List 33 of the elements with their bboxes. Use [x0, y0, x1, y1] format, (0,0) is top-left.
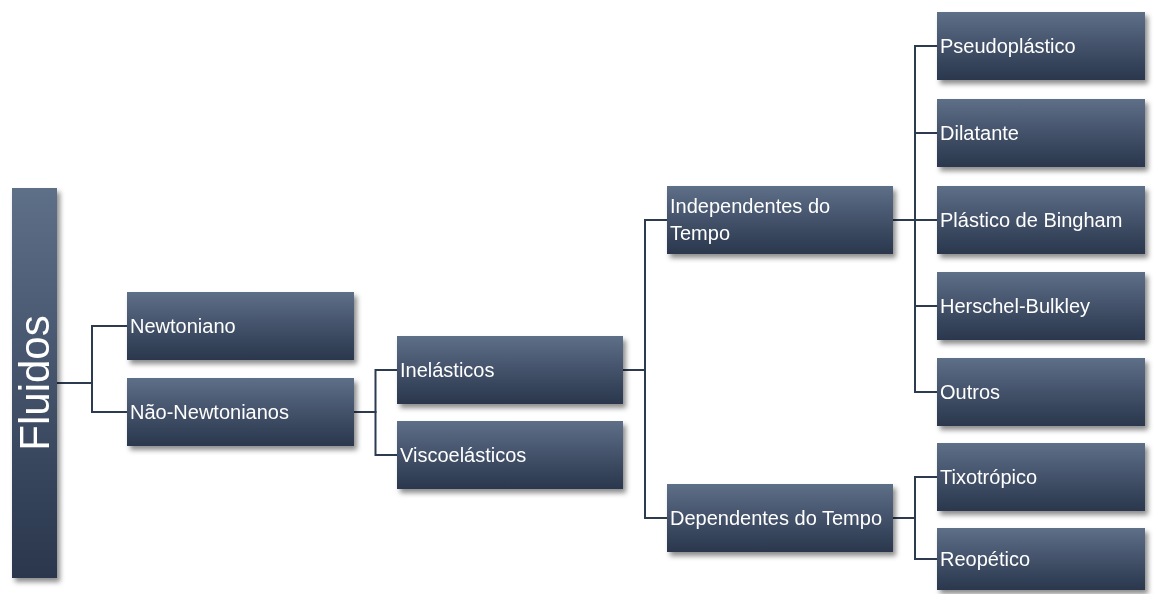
category-box [667, 484, 893, 552]
connector-line [892, 517, 938, 560]
connector-line [56, 382, 128, 413]
category-label: Inelásticos [400, 357, 495, 383]
category-box [937, 186, 1145, 254]
category-label: Viscoelásticos [400, 442, 527, 468]
category-box [937, 272, 1145, 340]
category-label: Plástico de Bingham [940, 207, 1123, 233]
category-box [937, 12, 1145, 80]
category-box [397, 421, 623, 489]
connector-line [892, 219, 938, 393]
category-box [937, 358, 1145, 426]
connector-line [622, 369, 668, 519]
category-label: Fluidos [13, 315, 56, 451]
category-label: Reopético [940, 546, 1031, 572]
category-box [937, 443, 1145, 511]
category-box [667, 186, 893, 254]
category-box [397, 336, 623, 404]
connector-line [353, 411, 398, 456]
category-label: Herschel-Bulkley [940, 293, 1091, 319]
category-label: Newtoniano [130, 313, 236, 339]
category-label: Independentes do Tempo [670, 194, 832, 246]
category-label: Outros [940, 379, 1001, 405]
category-box [937, 99, 1145, 167]
category-label: Dependentes do Tempo [670, 505, 882, 531]
category-box [937, 528, 1145, 590]
category-label: Dilatante [940, 120, 1019, 146]
category-box [127, 292, 354, 360]
category-label: Não-Newtonianos [130, 399, 289, 425]
category-label: Pseudoplástico [940, 33, 1076, 59]
category-box [127, 378, 354, 446]
category-box [12, 188, 57, 578]
category-label: Tixotrópico [940, 464, 1038, 490]
